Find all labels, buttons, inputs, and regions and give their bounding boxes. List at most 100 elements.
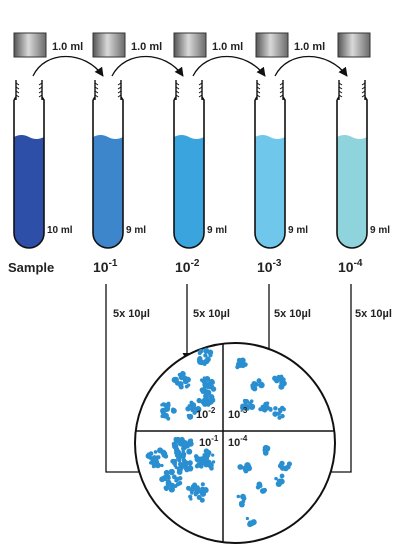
plating-amount-label: 5x 10µl <box>355 308 392 320</box>
transfer-steps: 1.0 ml 1.0 ml 1.0 ml 1.0 ml <box>13 32 371 58</box>
transfer-volume-label: 1.0 ml <box>131 41 162 53</box>
tube-thread <box>338 82 366 86</box>
tube-outline <box>92 96 124 249</box>
tube-liquid <box>93 135 123 248</box>
test-tube <box>336 80 368 249</box>
plate-outline <box>134 342 336 544</box>
tube-thread <box>94 94 122 98</box>
colony <box>237 462 253 474</box>
plating-amount-label: 5x 10µl <box>113 308 150 320</box>
pipette-tip-icon <box>337 32 371 58</box>
colony <box>250 378 265 392</box>
plating-amount-label: 5x 10µl <box>274 308 311 320</box>
colony <box>277 460 292 472</box>
test-tube <box>13 80 45 249</box>
colony <box>171 371 191 390</box>
tube-volume-label: 9 ml <box>288 225 308 236</box>
colony <box>240 398 256 411</box>
quadrant-label: 10-3 <box>228 406 248 421</box>
colony <box>159 468 183 493</box>
tube-thread <box>256 86 284 90</box>
plating-labels: 5x 10µl 5x 10µl 5x 10µl 5x 10µl <box>113 308 392 320</box>
tube-volume-label: 10 ml <box>47 225 73 236</box>
transfer-arrow <box>111 56 184 77</box>
quadrant-label: 10-1 <box>199 434 219 449</box>
colony <box>196 347 214 366</box>
quadrant-label: 10-4 <box>228 434 248 449</box>
tube-liquid <box>255 135 285 248</box>
tube-neck <box>175 80 203 100</box>
pipette-tip-icon <box>173 32 207 58</box>
tube-thread <box>15 90 43 94</box>
tube-thread <box>15 86 43 90</box>
tube-volume-label: 9 ml <box>207 225 227 236</box>
tube-thread <box>94 90 122 94</box>
dilution-label: 10-4 <box>338 258 363 275</box>
tube-volume-label: 9 ml <box>370 225 390 236</box>
colony <box>185 400 202 420</box>
tube-thread <box>338 86 366 90</box>
colony <box>170 451 194 475</box>
tube-neck <box>94 80 122 100</box>
pipette-tip-icon <box>92 32 126 58</box>
test-tube <box>254 80 286 249</box>
tube-liquid <box>174 135 204 248</box>
tube-thread <box>175 82 203 86</box>
colony <box>235 357 248 370</box>
transfer-arrows <box>32 56 348 77</box>
transfer-arrow <box>32 56 104 77</box>
plating-amount-label: 5x 10µl <box>193 308 230 320</box>
tube-thread <box>94 82 122 86</box>
tube-thread <box>175 94 203 98</box>
colony <box>193 448 216 471</box>
tube-thread <box>256 82 284 86</box>
dilution-label: 10-2 <box>175 258 200 275</box>
dilution-tubes: 10 ml 9 ml 9 ml 9 ml 9 ml <box>13 80 390 249</box>
dilution-label: 10-3 <box>257 258 282 275</box>
colony <box>272 405 286 420</box>
colonies <box>145 347 292 528</box>
colony <box>258 401 273 413</box>
tube-liquid <box>337 135 367 248</box>
colony <box>196 388 216 407</box>
colony <box>160 401 177 421</box>
transfer-arrow <box>192 56 266 77</box>
test-tube <box>92 80 124 249</box>
tube-labels: Sample 10-1 10-2 10-3 10-4 <box>8 258 363 275</box>
tube-outline <box>254 96 286 249</box>
tube-neck <box>338 80 366 100</box>
colony <box>186 482 209 503</box>
transfer-volume-label: 1.0 ml <box>294 41 325 53</box>
quadrant-label: 10-2 <box>196 406 216 421</box>
colony <box>255 481 267 494</box>
transfer-volume-label: 1.0 ml <box>52 41 83 53</box>
colony <box>272 374 287 390</box>
transfer-volume-label: 1.0 ml <box>212 41 243 53</box>
tube-thread <box>338 90 366 94</box>
sample-label: Sample <box>8 260 54 275</box>
pipette-tip-icon <box>13 32 47 58</box>
tube-outline <box>173 96 205 249</box>
tube-liquid <box>14 135 44 248</box>
tube-neck <box>15 80 43 100</box>
colony <box>262 444 271 456</box>
tube-thread <box>175 90 203 94</box>
pipette-tip-icon <box>255 32 289 58</box>
colony <box>274 473 285 488</box>
tube-volume-label: 9 ml <box>126 225 146 236</box>
tube-thread <box>338 94 366 98</box>
tube-thread <box>256 94 284 98</box>
transfer-arrow <box>274 56 348 77</box>
colony <box>245 516 257 528</box>
tube-outline <box>13 96 45 249</box>
dilution-label: 10-1 <box>93 258 118 275</box>
tube-thread <box>175 86 203 90</box>
tube-thread <box>15 82 43 86</box>
colony <box>145 447 169 469</box>
agar-plate: 10-2 10-3 10-1 10-4 <box>134 342 336 544</box>
tube-thread <box>15 94 43 98</box>
tube-outline <box>336 96 368 249</box>
test-tube <box>173 80 205 249</box>
tube-thread <box>256 90 284 94</box>
